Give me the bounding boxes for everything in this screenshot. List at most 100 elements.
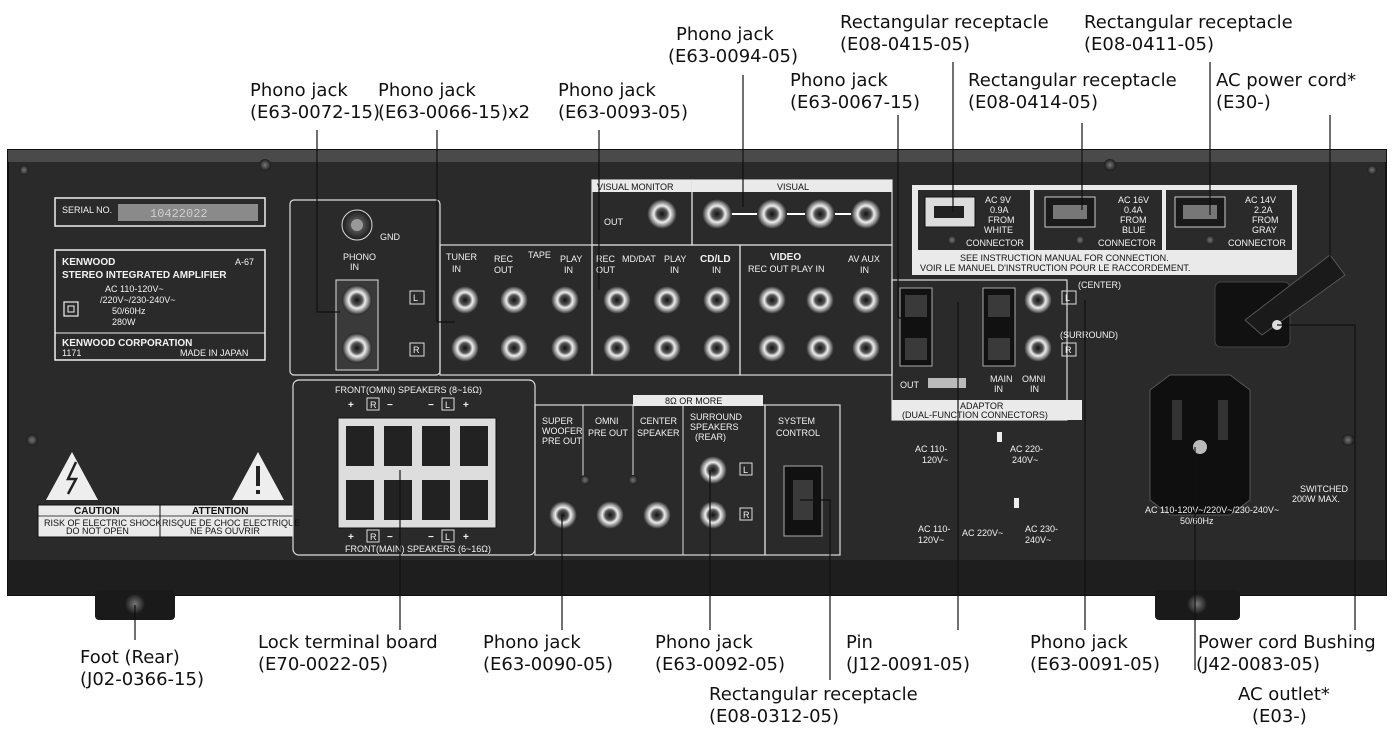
visual-play-jack[interactable] [805, 199, 835, 229]
video-rec-jack-l[interactable] [758, 286, 786, 314]
power-line-4: 280W [112, 317, 136, 327]
callout-rect-0411-part: (E08-0411-05) [1084, 34, 1214, 55]
surround-jack-r[interactable] [699, 501, 727, 529]
callout-phono-0090-part: (E63-0090-05) [483, 654, 613, 675]
visual-section: VISUAL MONITOR OUT VISUAL [591, 179, 893, 246]
ac110-120-b-1: AC 110- [918, 524, 950, 534]
callout-phono-0094-name: Phono jack [676, 24, 774, 45]
tape-rec-jack-r[interactable] [500, 334, 528, 362]
tape-rec-label: REC [494, 254, 514, 264]
callout-rect-0415-part: (E08-0415-05) [840, 34, 970, 55]
rec-blue-line-2: 0.4A [1124, 205, 1143, 215]
main-r-label: R [370, 532, 377, 542]
tape-label: TAPE [528, 250, 551, 260]
visual-label: VISUAL [777, 182, 809, 192]
visual-monitor-out-label: OUT [604, 217, 624, 227]
tuner-jack-r[interactable] [451, 334, 479, 362]
ac-outlet[interactable] [1149, 374, 1251, 516]
receptacle-blue[interactable] [1044, 196, 1096, 245]
rec-blue-line-5: CONNECTOR [1098, 238, 1156, 248]
ac230-240-2: 240V~ [1025, 535, 1051, 545]
instruction-line-1: SEE INSTRUCTION MANUAL FOR CONNECTION. [960, 253, 1169, 263]
video-section: VIDEO REC OUT PLAY IN AV AUX IN [739, 244, 893, 376]
power-cord-icon [1244, 254, 1346, 336]
caution-text: CAUTION [74, 506, 120, 517]
md-rec-label: REC [596, 254, 616, 264]
md-dat-label: MD/DAT [622, 254, 656, 264]
omni-r-plus: + [348, 400, 354, 411]
tape-play-jack-r[interactable] [551, 334, 579, 362]
omni-in-jack-r[interactable] [1024, 334, 1052, 362]
cd-jack-l[interactable] [703, 286, 731, 314]
tape-rec-jack-l[interactable] [500, 286, 528, 314]
visual-cd-jack[interactable] [702, 199, 732, 229]
leader-lines [134, 62, 1356, 680]
visual-rec-jack[interactable] [757, 199, 787, 229]
tuner-jack-l[interactable] [451, 286, 479, 314]
md-rec-jack-l[interactable] [603, 286, 631, 314]
visual-aux-jack[interactable] [851, 199, 881, 229]
ac220-240-a-1: AC 220- [1010, 444, 1043, 454]
callout-ac-outlet-part: (E03-) [1252, 706, 1307, 727]
md-play-jack-l[interactable] [653, 286, 681, 314]
omni-pre-out-jack[interactable] [596, 501, 624, 529]
system-control-section: SYSTEM CONTROL [764, 404, 841, 556]
switched-label: SWITCHED [1300, 484, 1348, 494]
main-l-label: L [445, 532, 450, 542]
callout-foot-part: (J02-0366-15) [80, 669, 204, 690]
phono-jack-l[interactable] [342, 285, 372, 315]
visual-monitor-jack[interactable] [647, 199, 677, 229]
av-aux-jack-r[interactable] [852, 334, 880, 362]
video-label: VIDEO [770, 252, 801, 263]
callout-ac-cord-part: (E30-) [1216, 92, 1271, 113]
video-play-jack-l[interactable] [806, 286, 834, 314]
adaptor-out-label: OUT [900, 380, 920, 390]
cd-ld-label: CD/LD [700, 254, 731, 265]
tape-play-jack-l[interactable] [551, 286, 579, 314]
callout-rect-0312-name: Rectangular receptacle [709, 684, 918, 705]
instruction-line-2: VOIR LE MANUEL D'INSTRUCTION POUR LE RAC… [920, 263, 1190, 273]
cd-jack-r[interactable] [703, 334, 731, 362]
md-rec-jack-r[interactable] [603, 334, 631, 362]
adaptor-omni-in-label: IN [1030, 384, 1039, 394]
md-play-jack-r[interactable] [653, 334, 681, 362]
omni-l-label: L [445, 400, 450, 410]
made-in: MADE IN JAPAN [180, 348, 248, 358]
rec-blue-line-4: BLUE [1122, 225, 1146, 235]
ac230-240-1: AC 230- [1025, 524, 1058, 534]
center-speaker-jack[interactable] [643, 501, 671, 529]
av-aux-in-label: IN [860, 265, 869, 275]
callout-phono-0072-name: Phono jack [250, 80, 348, 101]
receptacle-gray[interactable] [1174, 196, 1226, 245]
callout-rect-0415-name: Rectangular receptacle [840, 12, 1049, 33]
omni-in-jack-l[interactable] [1024, 286, 1052, 314]
tape-rec-out-label: OUT [494, 265, 514, 275]
super-woofer-label-2: WOOFER [542, 426, 583, 436]
dual-function-label: (DUAL-FUNCTION CONNECTORS) [902, 410, 1048, 420]
phono-jack-r[interactable] [342, 333, 372, 363]
video-play-jack-r[interactable] [806, 334, 834, 362]
power-line-2: /220V~/230-240V~ [100, 295, 176, 305]
receptacle-white[interactable] [924, 196, 976, 245]
center-label: (CENTER) [1078, 280, 1121, 290]
md-play-in-label: IN [670, 265, 679, 275]
surround-jack-l[interactable] [699, 456, 727, 484]
attention-sub-2: NE PAS OUVRIR [190, 526, 260, 536]
phono-label: PHONO [343, 252, 376, 262]
video-rec-jack-r[interactable] [758, 334, 786, 362]
tuner-label: TUNER [446, 252, 477, 262]
double-insulation-icon [63, 301, 79, 317]
adaptor-main-label: MAIN [990, 374, 1013, 384]
callout-rect-0312-part: (E08-0312-05) [709, 706, 839, 727]
super-woofer-jack[interactable] [549, 501, 577, 529]
av-aux-jack-l[interactable] [852, 286, 880, 314]
rec-gray-line-5: CONNECTOR [1228, 238, 1286, 248]
callout-rect-0414-name: Rectangular receptacle [968, 70, 1177, 91]
md-rec-out-label: OUT [596, 265, 616, 275]
caution-sub-2: DO NOT OPEN [66, 526, 129, 536]
rec-white-line-4: WHITE [984, 225, 1013, 235]
ac110-120-a-1: AC 110- [915, 444, 947, 454]
callout-ac-cord-name: AC power cord* [1216, 70, 1356, 91]
omni-pre-out-label-2: PRE OUT [588, 428, 629, 438]
center-speaker-label-1: CENTER [640, 416, 678, 426]
